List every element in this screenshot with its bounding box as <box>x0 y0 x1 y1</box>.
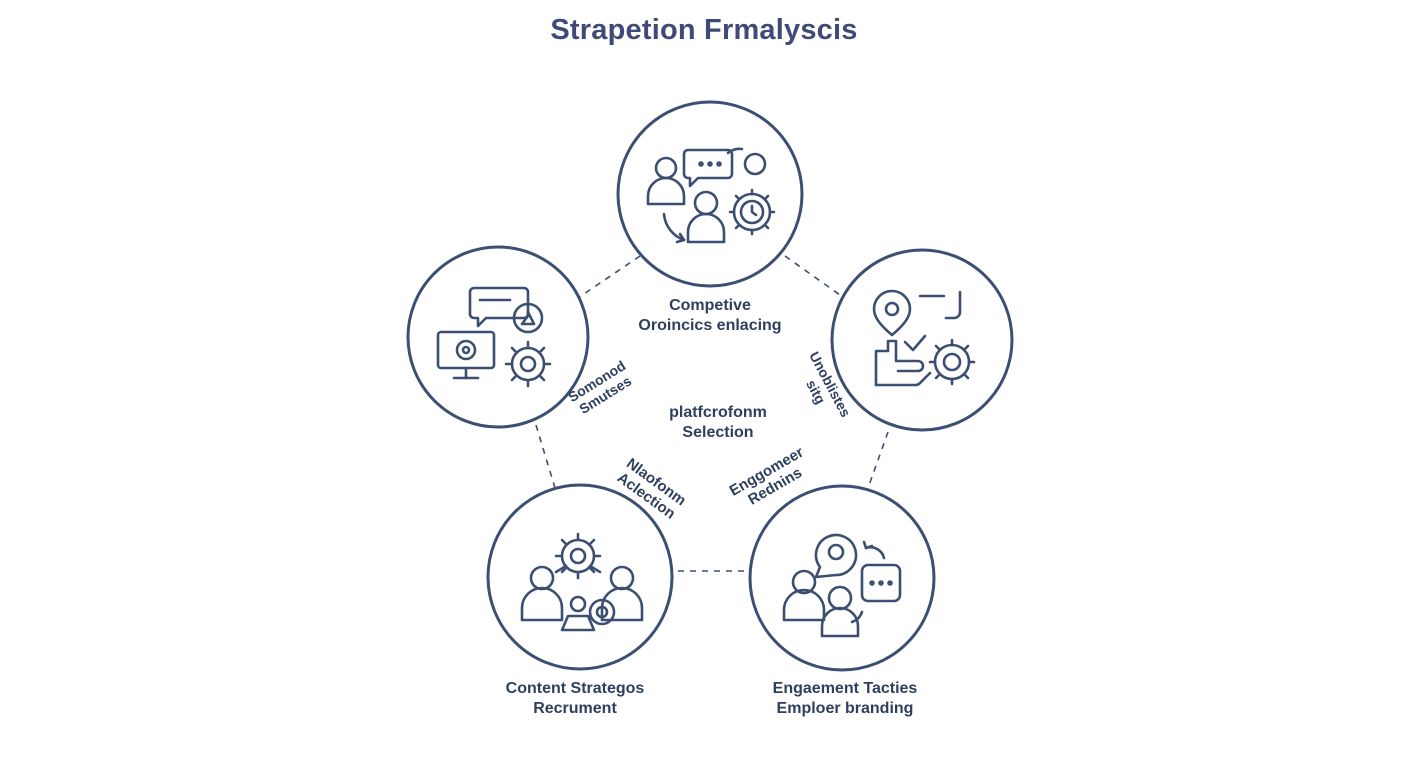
location-hand-gear-icon <box>872 289 976 387</box>
computer-chat-settings-icon <box>436 286 552 388</box>
label-bottom-left-line1: Content Strategos <box>505 680 645 697</box>
label-top-center-line1: Competive <box>669 297 751 314</box>
node-bottom-left <box>486 483 674 671</box>
team-hierarchy-gear-icon <box>520 532 644 632</box>
connector-right-bottom <box>867 431 889 489</box>
team-collaboration-icon <box>646 147 776 244</box>
label-bottom-right: Engaement Tacties Emploer branding <box>740 680 950 719</box>
label-bottom-left-line2: Recrument <box>533 700 617 718</box>
node-top <box>616 100 804 288</box>
label-top-center: Competive Oroincics enlacing <box>610 297 810 336</box>
connector-top-left <box>574 255 641 301</box>
node-left <box>406 245 590 429</box>
label-center-line2: Selection <box>682 424 754 442</box>
label-bottom-right-line2: Emploer branding <box>776 700 914 718</box>
label-center: platfcrofonm Selection <box>628 404 808 443</box>
node-bottom-right <box>748 484 936 672</box>
label-bottom-right-line1: Engaement Tacties <box>772 680 918 697</box>
label-center-line1: platfcrofonm <box>669 404 767 421</box>
connector-top-right <box>784 255 841 296</box>
label-top-center-line2: Oroincics enlacing <box>638 317 782 335</box>
connector-left-bottom <box>535 424 556 489</box>
node-right <box>830 248 1014 432</box>
people-chat-calendar-icon <box>782 533 902 638</box>
diagram-title: Strapetion Frmalyscis <box>550 14 858 46</box>
label-bottom-left: Content Strategos Recrument <box>470 680 680 719</box>
